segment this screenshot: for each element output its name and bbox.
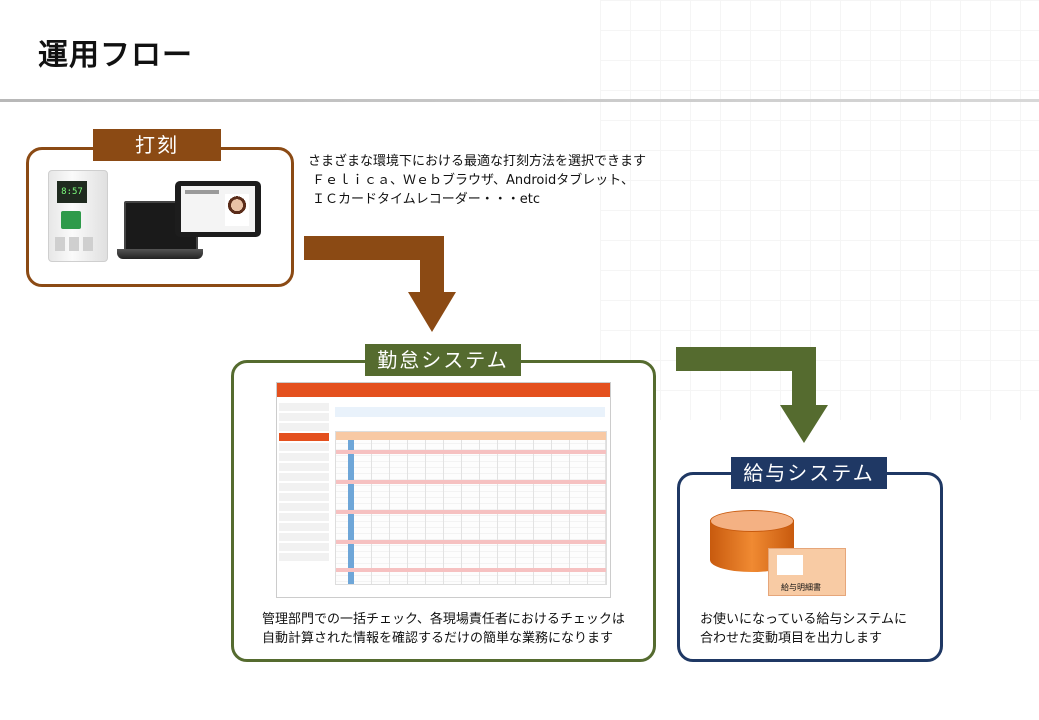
sidebar-item [279, 503, 329, 511]
sidebar-item [279, 553, 329, 561]
attendance-table [335, 431, 607, 585]
table-header [336, 432, 606, 440]
attendance-desc-line: 管理部門での一括チェック、各現場責任者におけるチェックは [262, 610, 625, 629]
app-sidebar [279, 401, 329, 593]
stamp-description: さまざまな環境下における最適な打刻方法を選択できます Ｆｅｌｉｃａ、Ｗｅｂブラウ… [308, 152, 646, 209]
table-row-highlight [336, 480, 606, 484]
payroll-label: 給与システム [731, 457, 887, 489]
sidebar-item [279, 483, 329, 491]
sidebar-item-active [279, 433, 329, 441]
table-row-highlight [336, 568, 606, 572]
flow-arrow-stamp-to-attendance [300, 236, 460, 336]
payroll-desc-line: お使いになっている給与システムに [700, 610, 907, 629]
sidebar-item [279, 413, 329, 421]
payroll-description: お使いになっている給与システムに 合わせた変動項目を出力します [700, 610, 907, 648]
table-row-highlight [336, 510, 606, 514]
stamp-desc-line: Ｆｅｌｉｃａ、Ｗｅｂブラウザ、Androidタブレット、 [308, 171, 646, 190]
laptop-base [117, 249, 203, 259]
terminal-time-display: 8:57 [57, 181, 87, 203]
user-photo [225, 194, 249, 226]
flow-arrow-attendance-to-payroll [676, 347, 836, 447]
sidebar-item [279, 403, 329, 411]
tablet-image [175, 181, 261, 237]
attendance-label: 勤怠システム [365, 344, 521, 376]
table-row-highlight [336, 540, 606, 544]
attendance-description: 管理部門での一括チェック、各現場責任者におけるチェックは 自動計算された情報を確… [262, 610, 625, 648]
sidebar-item [279, 523, 329, 531]
stamp-desc-line: さまざまな環境下における最適な打刻方法を選択できます [308, 152, 646, 171]
payroll-desc-line: 合わせた変動項目を出力します [700, 629, 907, 648]
tablet-header-bar [185, 190, 219, 194]
sidebar-item [279, 513, 329, 521]
sidebar-item [279, 423, 329, 431]
payslip-text: 給与明細書 [781, 582, 821, 593]
payslip-image: 給与明細書 [768, 548, 846, 596]
attendance-screenshot [276, 382, 611, 598]
database-top [710, 510, 794, 532]
sidebar-item [279, 473, 329, 481]
terminal-buttons [55, 237, 95, 251]
app-header-bar [277, 383, 610, 397]
sidebar-item [279, 543, 329, 551]
sidebar-item [279, 443, 329, 451]
attendance-desc-line: 自動計算された情報を確認するだけの簡単な業務になります [262, 629, 625, 648]
table-row-highlight [336, 450, 606, 454]
title-divider [0, 99, 1039, 102]
stamp-label: 打刻 [93, 129, 221, 161]
sidebar-item [279, 463, 329, 471]
card-reader-icon [61, 211, 81, 229]
page-title: 運用フロー [38, 30, 193, 74]
stamp-desc-line: ＩＣカードタイムレコーダー・・・etc [308, 190, 646, 209]
tablet-screen [181, 186, 255, 232]
time-recorder-image: 8:57 [48, 170, 108, 262]
sidebar-item [279, 533, 329, 541]
payslip-window [777, 555, 803, 575]
sidebar-item [279, 493, 329, 501]
app-filter-row [335, 407, 605, 417]
sidebar-item [279, 453, 329, 461]
